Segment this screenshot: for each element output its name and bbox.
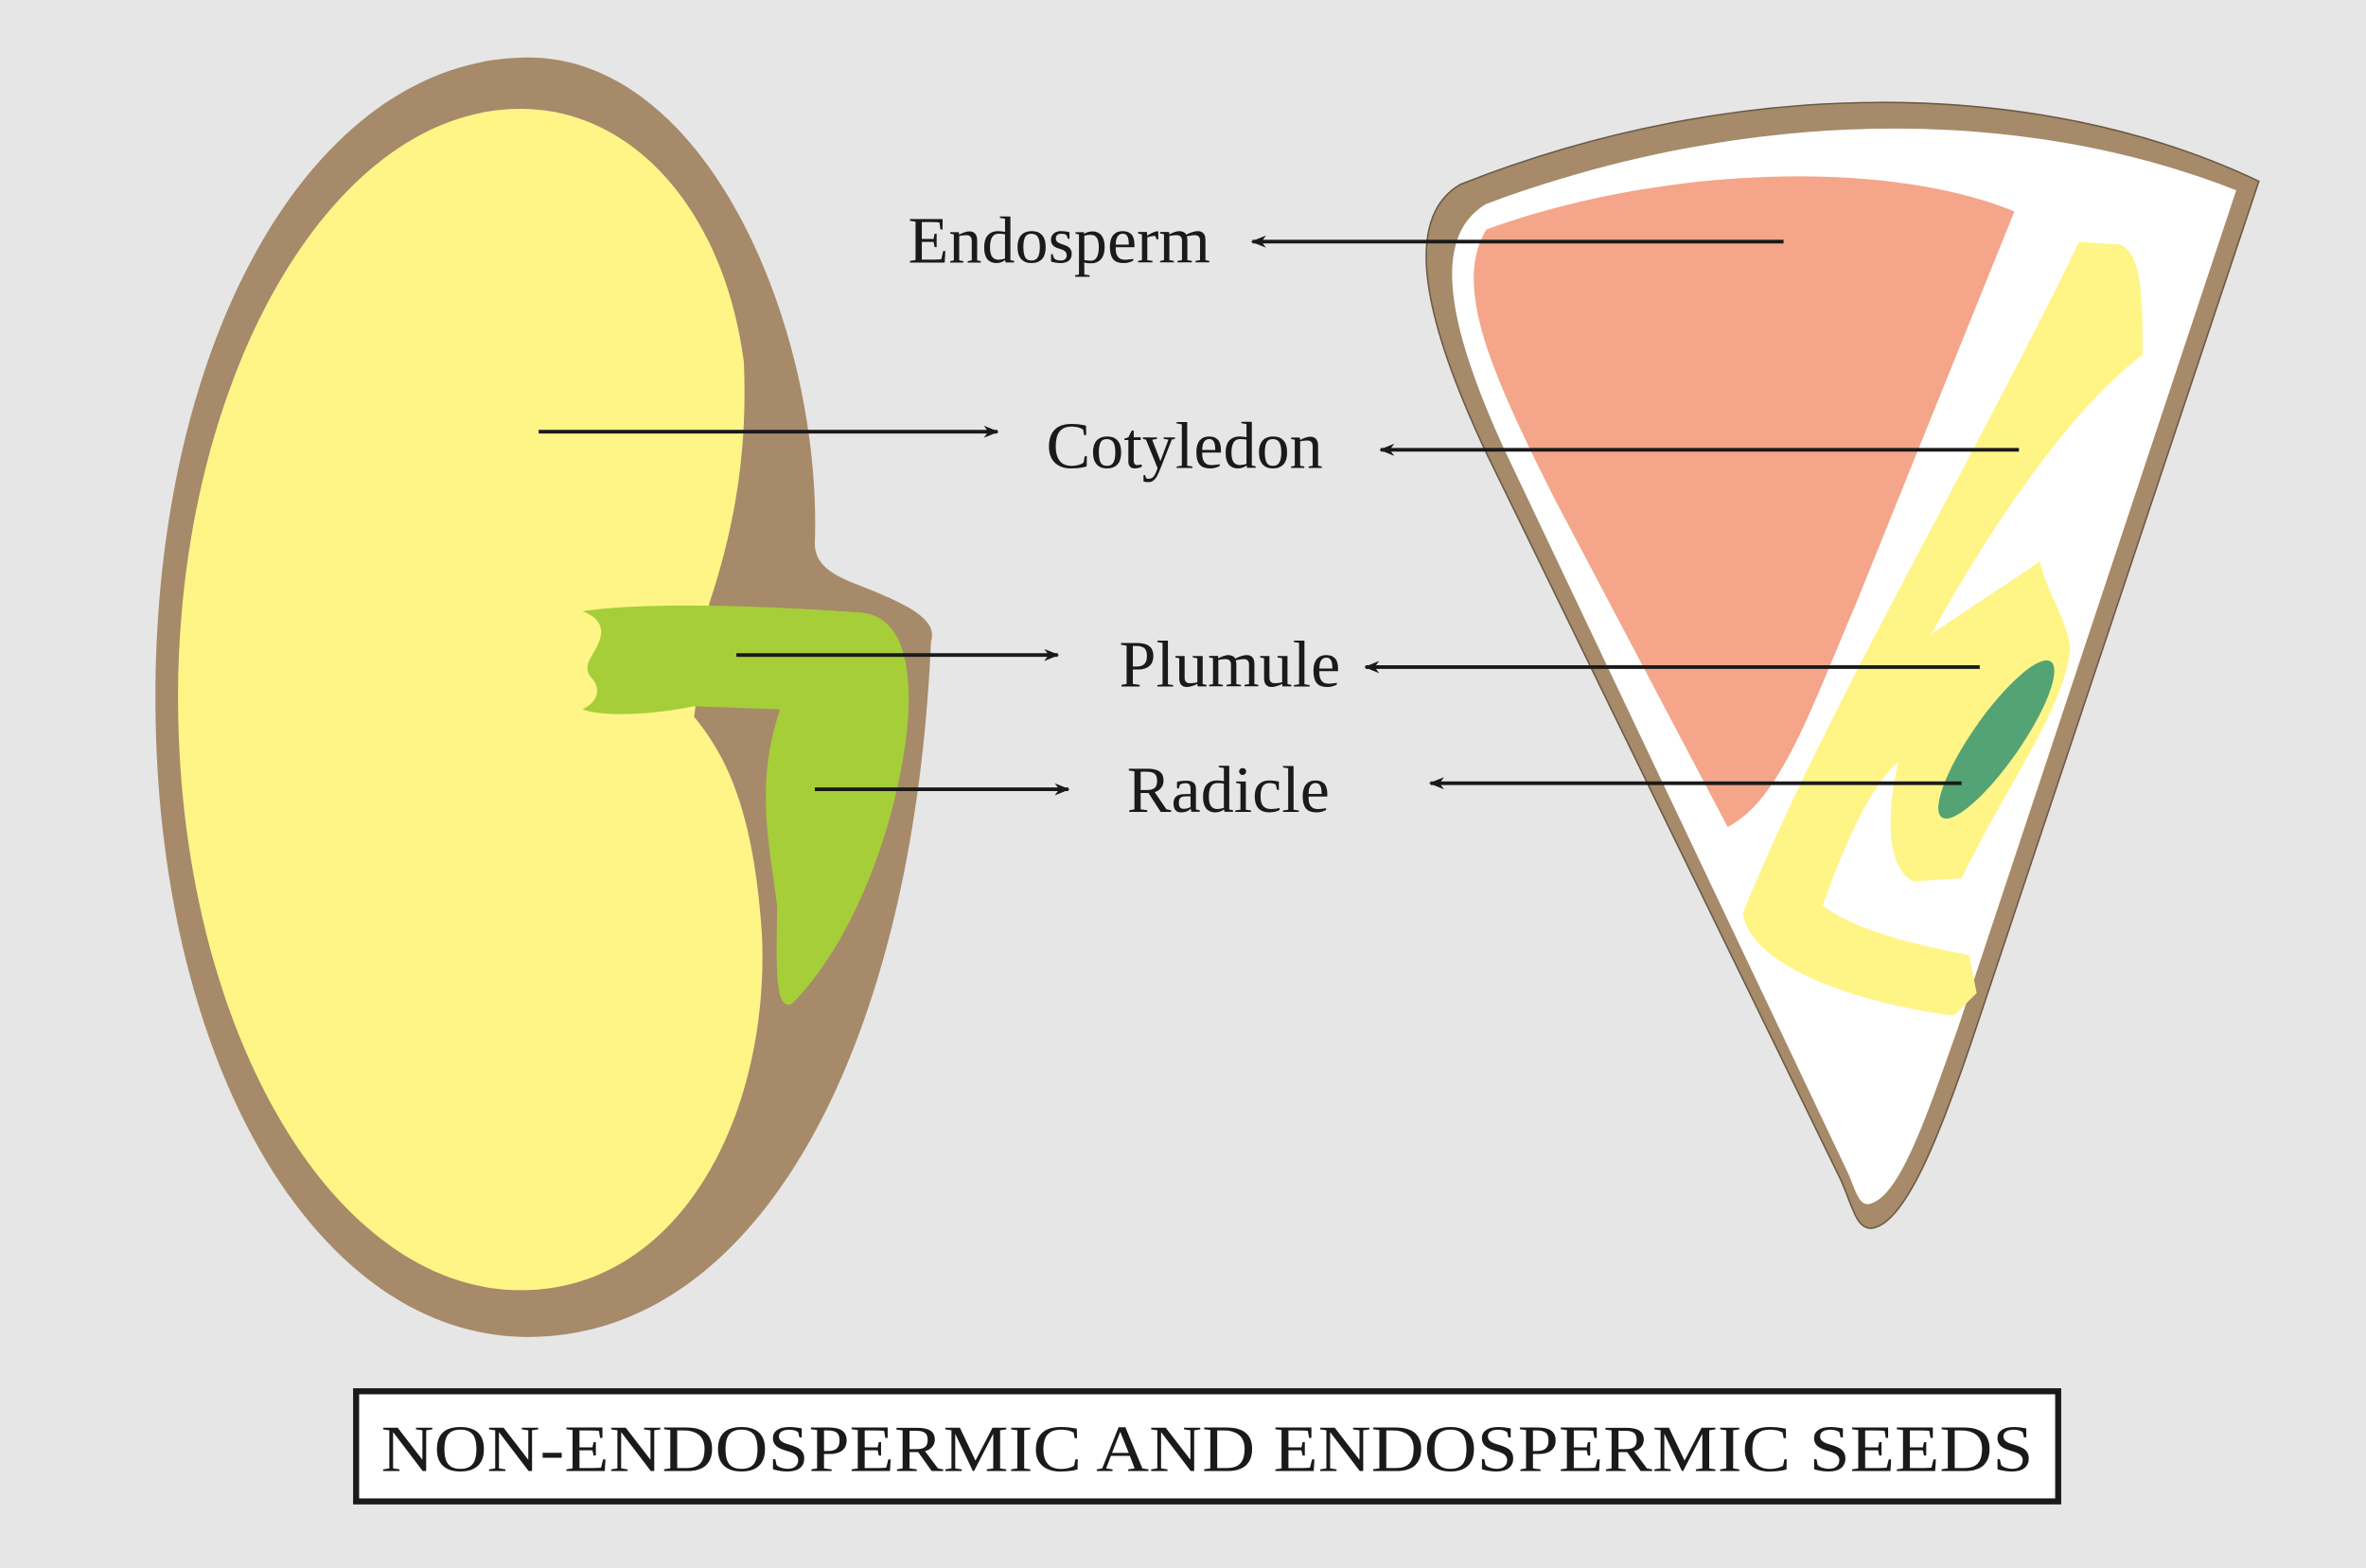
left-cotyledon	[178, 109, 763, 1291]
label-cotyledon: Cotyledon	[1046, 409, 1322, 483]
title-box	[353, 1388, 2061, 1505]
right-cotyledon	[1742, 241, 2144, 1016]
pointers	[539, 235, 2020, 796]
right-plumule	[1938, 660, 2055, 819]
title: NON-ENDOSPERMIC AND ENDOSPERMIC SEEDS	[381, 1413, 2034, 1487]
label-endosperm: Endosperm	[909, 204, 1210, 278]
non-endospermic-seed	[155, 57, 932, 1337]
label-plumule: Plumule	[1120, 628, 1341, 702]
label-radicle: Radicle	[1127, 753, 1330, 827]
left-embryo-axis	[582, 605, 909, 1005]
right-endosperm	[1474, 176, 2015, 827]
